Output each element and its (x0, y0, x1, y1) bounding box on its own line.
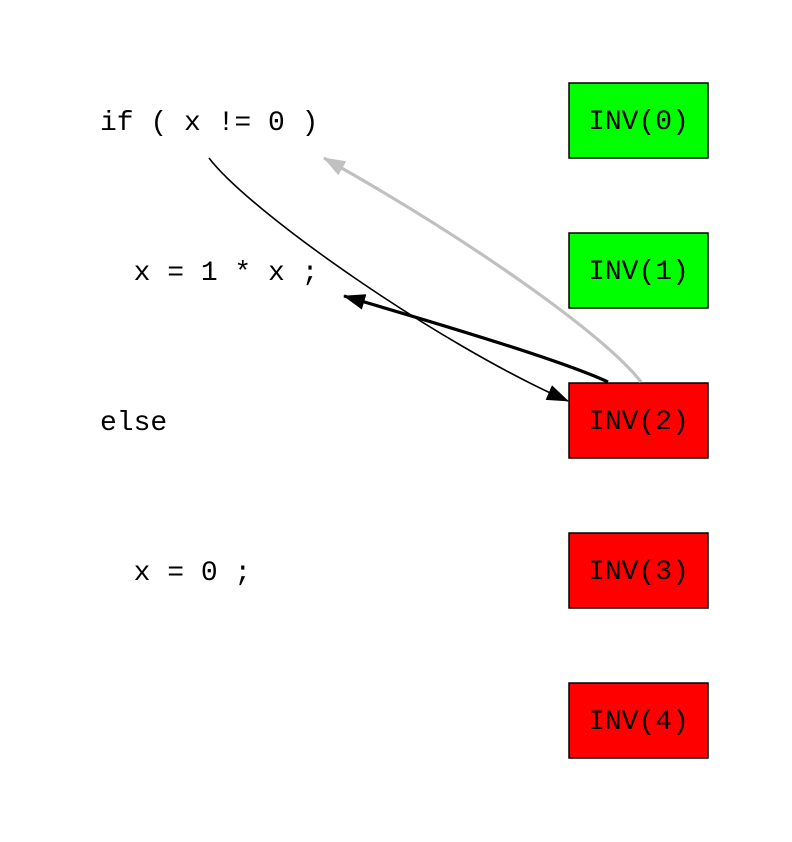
code-line-else: else (100, 408, 167, 439)
invariant-label: INV(4) (588, 707, 689, 738)
invariant-label: INV(2) (588, 407, 689, 438)
code-line-assign-mul: x = 1 * x ; (100, 258, 318, 289)
invariant-node-1: INV(1) (568, 232, 709, 309)
invariant-label: INV(3) (588, 557, 689, 588)
edge-inv2-to-if-grey (323, 156, 643, 383)
invariant-node-4: INV(4) (568, 682, 709, 759)
invariant-node-3: INV(3) (568, 532, 709, 609)
edge-inv2-to-assign-mul (343, 294, 609, 384)
invariant-label: INV(1) (588, 257, 689, 288)
code-line-if: if ( x != 0 ) (100, 108, 318, 139)
invariant-node-0: INV(0) (568, 82, 709, 159)
invariant-label: INV(0) (588, 107, 689, 138)
invariant-node-2: INV(2) (568, 382, 709, 459)
code-line-assign-zero: x = 0 ; (100, 558, 251, 589)
edge-if-to-inv2 (208, 157, 569, 402)
